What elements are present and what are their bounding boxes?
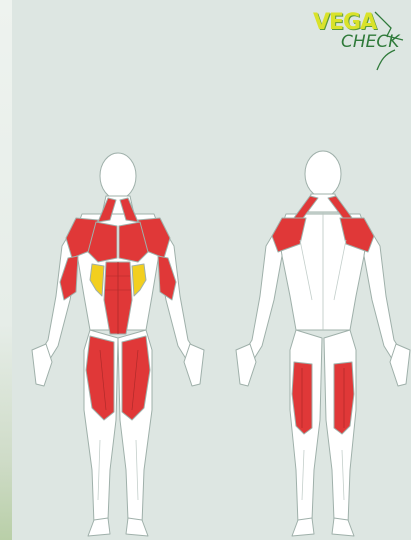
front-head <box>100 153 136 199</box>
back-body-figure <box>236 151 410 536</box>
back-head <box>305 151 341 197</box>
front-body-figure <box>32 153 204 536</box>
